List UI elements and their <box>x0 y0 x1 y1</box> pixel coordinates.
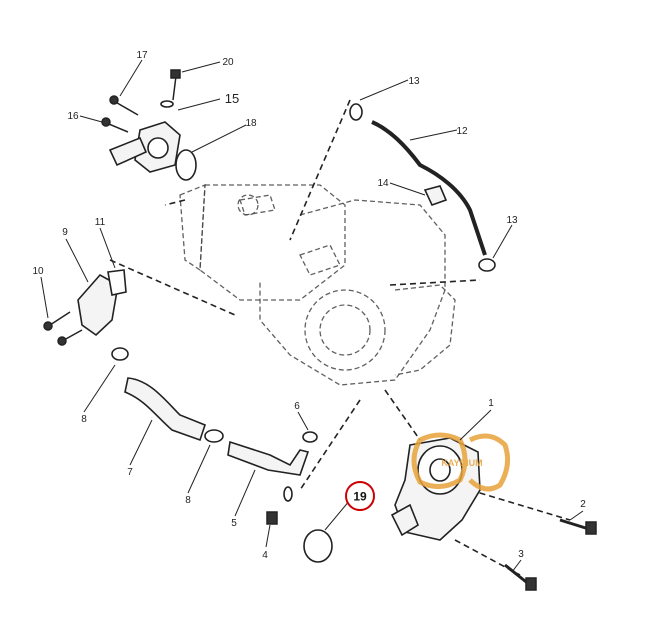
gasket-11 <box>107 269 127 296</box>
assembly-guide-line-left <box>164 199 186 206</box>
hose-7 <box>124 377 206 442</box>
callout-9: 9 <box>62 227 68 238</box>
bolt-4 <box>266 511 278 525</box>
callout-3: 3 <box>518 549 524 560</box>
bolt-2 <box>559 518 597 535</box>
water-outlet-9 <box>77 273 119 337</box>
bolt-20 <box>170 69 181 101</box>
callout-6: 6 <box>294 401 300 412</box>
callout-13b: 13 <box>506 215 518 226</box>
bolt-17 <box>109 95 139 116</box>
callout-5: 5 <box>231 518 237 529</box>
washer-4 <box>283 486 293 502</box>
clamp-13a <box>349 103 363 121</box>
callout-13a: 13 <box>408 76 420 87</box>
callout-15: 15 <box>225 91 239 106</box>
callout-2: 2 <box>580 499 586 510</box>
left-water-outlet-group <box>43 269 318 525</box>
o-ring-19 <box>303 529 333 563</box>
assembly-guide-line-pump <box>384 389 421 441</box>
leader-lines <box>40 59 584 573</box>
callout-7: 7 <box>127 467 133 478</box>
o-ring-6 <box>302 431 318 443</box>
assembly-guide-line-hose <box>299 399 361 491</box>
callout-4: 4 <box>262 550 268 561</box>
assembly-guide-line-pipe <box>389 279 481 286</box>
callout-10: 10 <box>32 266 44 277</box>
callout-labels: 1 2 3 4 5 6 7 8 8 9 10 11 12 13 13 14 15… <box>32 50 586 561</box>
highlight-circle <box>345 481 375 511</box>
o-ring-18 <box>175 149 197 181</box>
housing-outlet-pipe <box>108 136 148 167</box>
bolt-16 <box>101 117 129 133</box>
callout-1: 1 <box>488 398 494 409</box>
clamp-13b <box>478 258 496 272</box>
pipe-5 <box>227 440 310 476</box>
callout-19: 19 <box>353 490 367 504</box>
callout-14: 14 <box>377 178 389 189</box>
clip-14 <box>423 185 448 206</box>
callout-19-highlight: 19 <box>345 481 375 511</box>
kaydium-watermark: KAYDIUM <box>411 432 511 492</box>
bolt-3 <box>504 563 537 591</box>
bolt-10a <box>43 311 71 331</box>
assembly-guide-line-mid <box>109 259 236 316</box>
engine-block-outline <box>179 184 456 386</box>
callout-12: 12 <box>456 126 468 137</box>
callout-11: 11 <box>95 217 106 228</box>
callout-20: 20 <box>222 57 234 68</box>
callout-16: 16 <box>67 111 79 122</box>
bolt-10b <box>57 329 83 346</box>
clamp-8a <box>111 347 129 361</box>
callout-18: 18 <box>245 118 257 129</box>
washer-15 <box>160 100 174 108</box>
watermark-text: KAYDIUM <box>441 458 482 468</box>
callout-17: 17 <box>136 50 148 61</box>
pump-outlet <box>390 503 419 537</box>
clamp-8b <box>204 429 224 443</box>
assembly-guide-line-bolt2 <box>469 489 571 521</box>
callout-8a: 8 <box>81 414 87 425</box>
assembly-guide-line-top <box>289 99 351 241</box>
thermostat-housing-group <box>101 69 197 181</box>
bypass-pipe-group <box>349 103 496 272</box>
callout-8b: 8 <box>185 495 191 506</box>
